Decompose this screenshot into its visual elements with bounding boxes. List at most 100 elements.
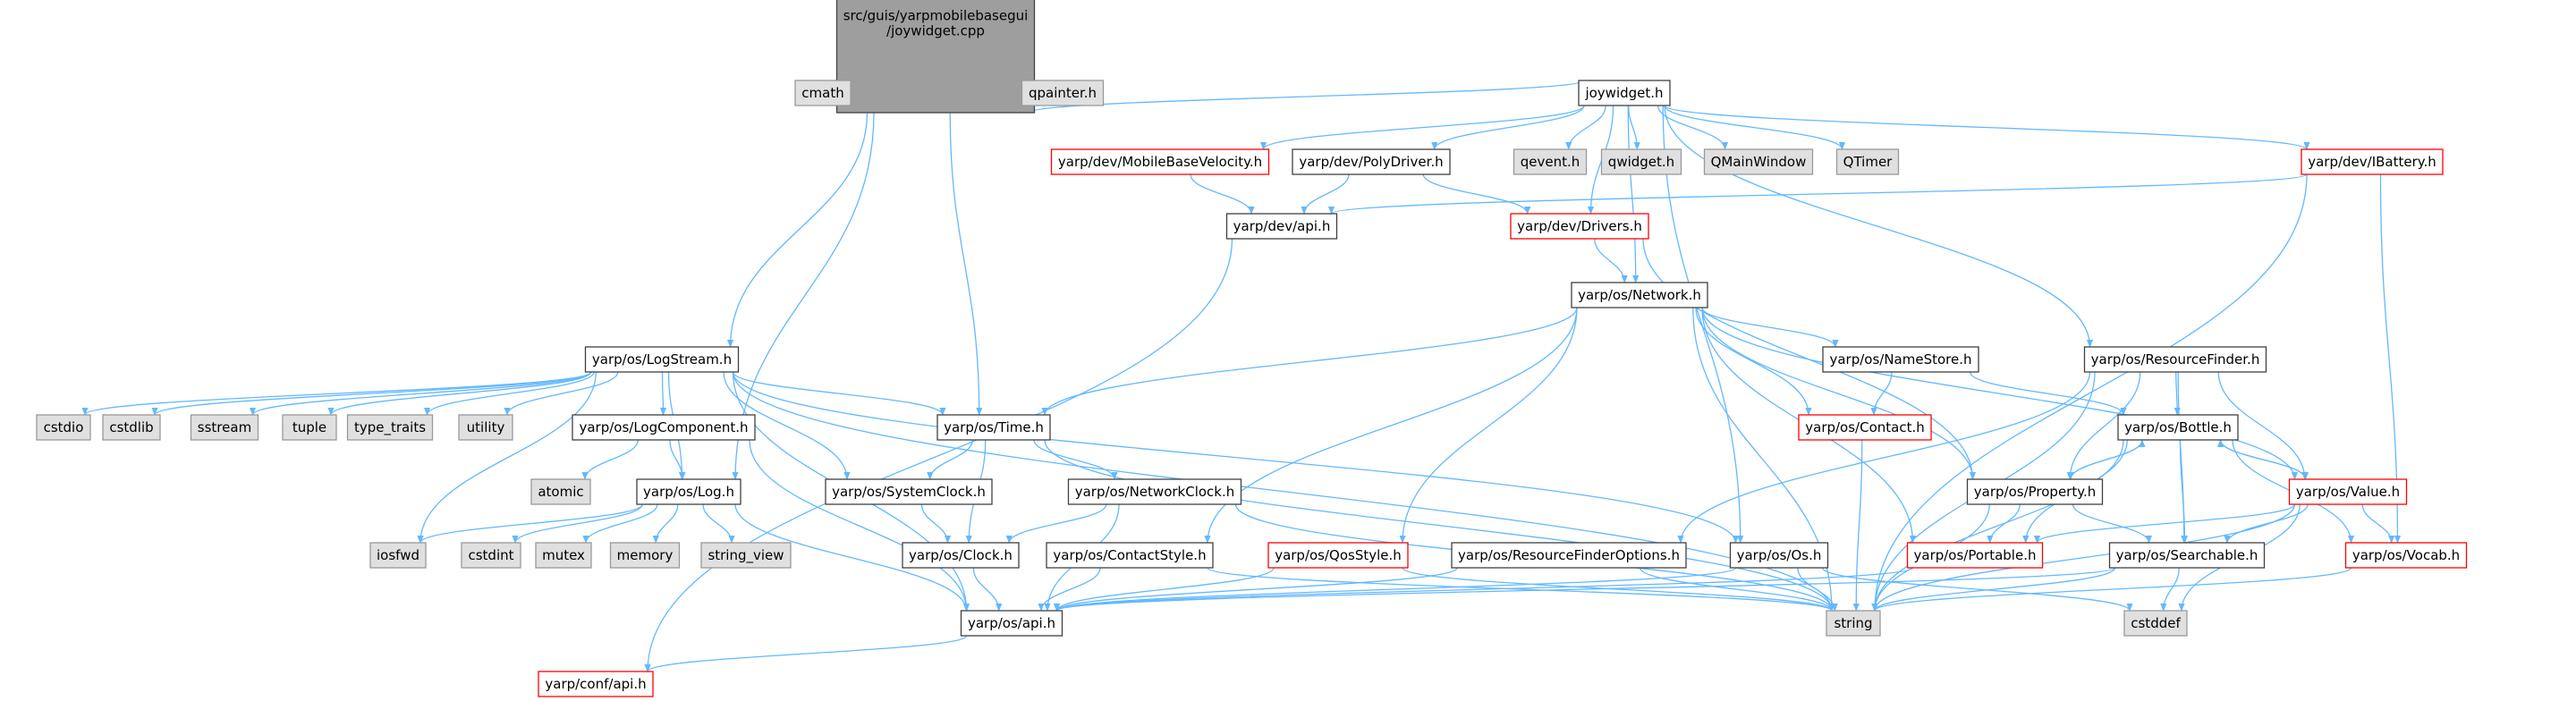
node-label: yarp/os/SystemClock.h (832, 484, 986, 500)
node-joywidget[interactable]: joywidget.h (1578, 80, 1671, 106)
edge-value-to-portable (2034, 503, 2296, 544)
node-network[interactable]: yarp/os/Network.h (1571, 282, 1708, 308)
node-iosfwd[interactable]: iosfwd (369, 542, 427, 569)
node-property[interactable]: yarp/os/Property.h (1966, 478, 2104, 505)
node-label: yarp/os/LogStream.h (592, 351, 732, 367)
node-qmainwindow[interactable]: QMainWindow (1703, 148, 1814, 175)
node-contact[interactable]: yarp/os/Contact.h (1798, 414, 1932, 441)
node-string[interactable]: string (1826, 610, 1881, 637)
node-box (1826, 610, 1881, 637)
node-bottle[interactable]: yarp/os/Bottle.h (2117, 414, 2239, 441)
edge-resourcefinder-to-rfoptions (1677, 371, 2091, 544)
node-label: yarp/os/NameStore.h (1829, 351, 1971, 367)
edge-contact-to-string (1852, 439, 1863, 612)
edge-log-to-cstdint (512, 503, 643, 544)
node-ibattery[interactable]: yarp/dev/IBattery.h (2301, 148, 2444, 175)
edge-value-to-vocab (2361, 503, 2395, 544)
node-label: joywidget.h (1584, 85, 1663, 101)
node-searchable[interactable]: yarp/os/Searchable.h (2108, 542, 2266, 569)
node-value[interactable]: yarp/os/Value.h (2288, 478, 2408, 505)
node-qevent[interactable]: qevent.h (1513, 148, 1588, 175)
node-label: yarp/os/Searchable.h (2116, 547, 2258, 563)
node-portable[interactable]: yarp/os/Portable.h (1906, 542, 2044, 569)
node-memory[interactable]: memory (609, 542, 681, 569)
edge-network-to-value (1701, 307, 2299, 480)
node-label: yarp/os/ResourceFinderOptions.h (1458, 547, 1680, 563)
edge-network-to-contact (1695, 307, 1812, 416)
edge-value-to-string (1871, 503, 2296, 612)
edge-resourcefinder-to-searchable (2177, 371, 2188, 544)
edge-joywidget-to-mbv (1260, 105, 1585, 150)
node-box (2344, 542, 2468, 569)
node-label: yarp/os/Contact.h (1805, 419, 1925, 435)
node-box (835, 0, 1036, 114)
node-box (461, 542, 521, 569)
edge-network-to-namestore (1701, 307, 1839, 348)
node-label: utility (467, 419, 505, 435)
node-label: cstdlib (109, 419, 153, 435)
node-logcomponent[interactable]: yarp/os/LogComponent.h (572, 414, 756, 441)
node-polydriver[interactable]: yarp/dev/PolyDriver.h (1292, 148, 1451, 175)
node-box (538, 671, 654, 697)
node-box (2083, 346, 2267, 373)
node-qpainter[interactable]: qpainter.h (1021, 80, 1105, 106)
node-box (1600, 148, 1682, 175)
node-vocab[interactable]: yarp/os/Vocab.h (2344, 542, 2468, 569)
node-box (1571, 282, 1708, 308)
node-string_view[interactable]: string_view (700, 542, 792, 569)
node-contactstyle[interactable]: yarp/os/ContactStyle.h (1046, 542, 1214, 569)
node-label: yarp/os/Network.h (1578, 287, 1701, 303)
node-box (2108, 542, 2266, 569)
node-utility[interactable]: utility (458, 414, 513, 441)
node-root[interactable]: src/guis/yarpmobilebasegui/joywidget.cpp (835, 0, 1036, 114)
edge-rfoptions-to-osapi (1054, 567, 1458, 612)
node-time[interactable]: yarp/os/Time.h (936, 414, 1051, 441)
node-label: yarp/os/Time.h (944, 419, 1044, 435)
node-tuple[interactable]: tuple (282, 414, 337, 441)
node-qwidget[interactable]: qwidget.h (1600, 148, 1682, 175)
node-cstdlib[interactable]: cstdlib (102, 414, 161, 441)
node-resourcefinder[interactable]: yarp/os/ResourceFinder.h (2083, 346, 2267, 373)
node-box (1225, 213, 1338, 240)
node-cstddef[interactable]: cstddef (2123, 610, 2188, 637)
node-devapi[interactable]: yarp/dev/api.h (1225, 213, 1338, 240)
node-sstream[interactable]: sstream (190, 414, 259, 441)
node-cstdint[interactable]: cstdint (461, 542, 521, 569)
node-drivers[interactable]: yarp/dev/Drivers.h (1510, 213, 1649, 240)
node-confapi[interactable]: yarp/conf/api.h (538, 671, 654, 697)
node-type_traits[interactable]: type_traits (346, 414, 434, 441)
node-label: tuple (292, 419, 326, 435)
node-networkclock[interactable]: yarp/os/NetworkClock.h (1067, 478, 1242, 505)
node-osh[interactable]: yarp/os/Os.h (1729, 542, 1829, 569)
node-atomic[interactable]: atomic (530, 478, 591, 505)
node-namestore[interactable]: yarp/os/NameStore.h (1822, 346, 1979, 373)
edge-portable-to-osapi (1054, 567, 1914, 612)
node-box (1046, 542, 1214, 569)
node-clock[interactable]: yarp/os/Clock.h (902, 542, 1020, 569)
node-box (636, 478, 741, 505)
node-log[interactable]: yarp/os/Log.h (636, 478, 741, 505)
node-mbv[interactable]: yarp/dev/MobileBaseVelocity.h (1050, 148, 1270, 175)
node-systemclock[interactable]: yarp/os/SystemClock.h (825, 478, 993, 505)
node-logstream[interactable]: yarp/os/LogStream.h (584, 346, 740, 373)
edge-ibattery-to-string (1871, 173, 2308, 612)
node-box (369, 542, 427, 569)
node-cstdio[interactable]: cstdio (36, 414, 91, 441)
edge-searchable-to-cstddef (2160, 567, 2180, 612)
node-box (530, 478, 591, 505)
node-label: string_view (708, 547, 784, 564)
node-box (1067, 478, 1242, 505)
node-cmath[interactable]: cmath (794, 80, 852, 106)
edge-logcomponent-to-log (669, 439, 686, 480)
edge-joywidget-to-resourcefinder (1664, 105, 2094, 348)
edge-logstream-to-utility (504, 371, 619, 416)
node-mutex[interactable]: mutex (535, 542, 592, 569)
edge-polydriver-to-drivers (1422, 173, 1531, 215)
edge-network-to-property (1701, 307, 1977, 480)
node-qtimer[interactable]: QTimer (1835, 148, 1900, 175)
node-qosstyle[interactable]: yarp/os/QosStyle.h (1267, 542, 1409, 569)
edge-networkclock-to-clock (1005, 503, 1107, 544)
node-rfoptions[interactable]: yarp/os/ResourceFinderOptions.h (1451, 542, 1687, 569)
node-osapi[interactable]: yarp/os/api.h (960, 610, 1063, 637)
